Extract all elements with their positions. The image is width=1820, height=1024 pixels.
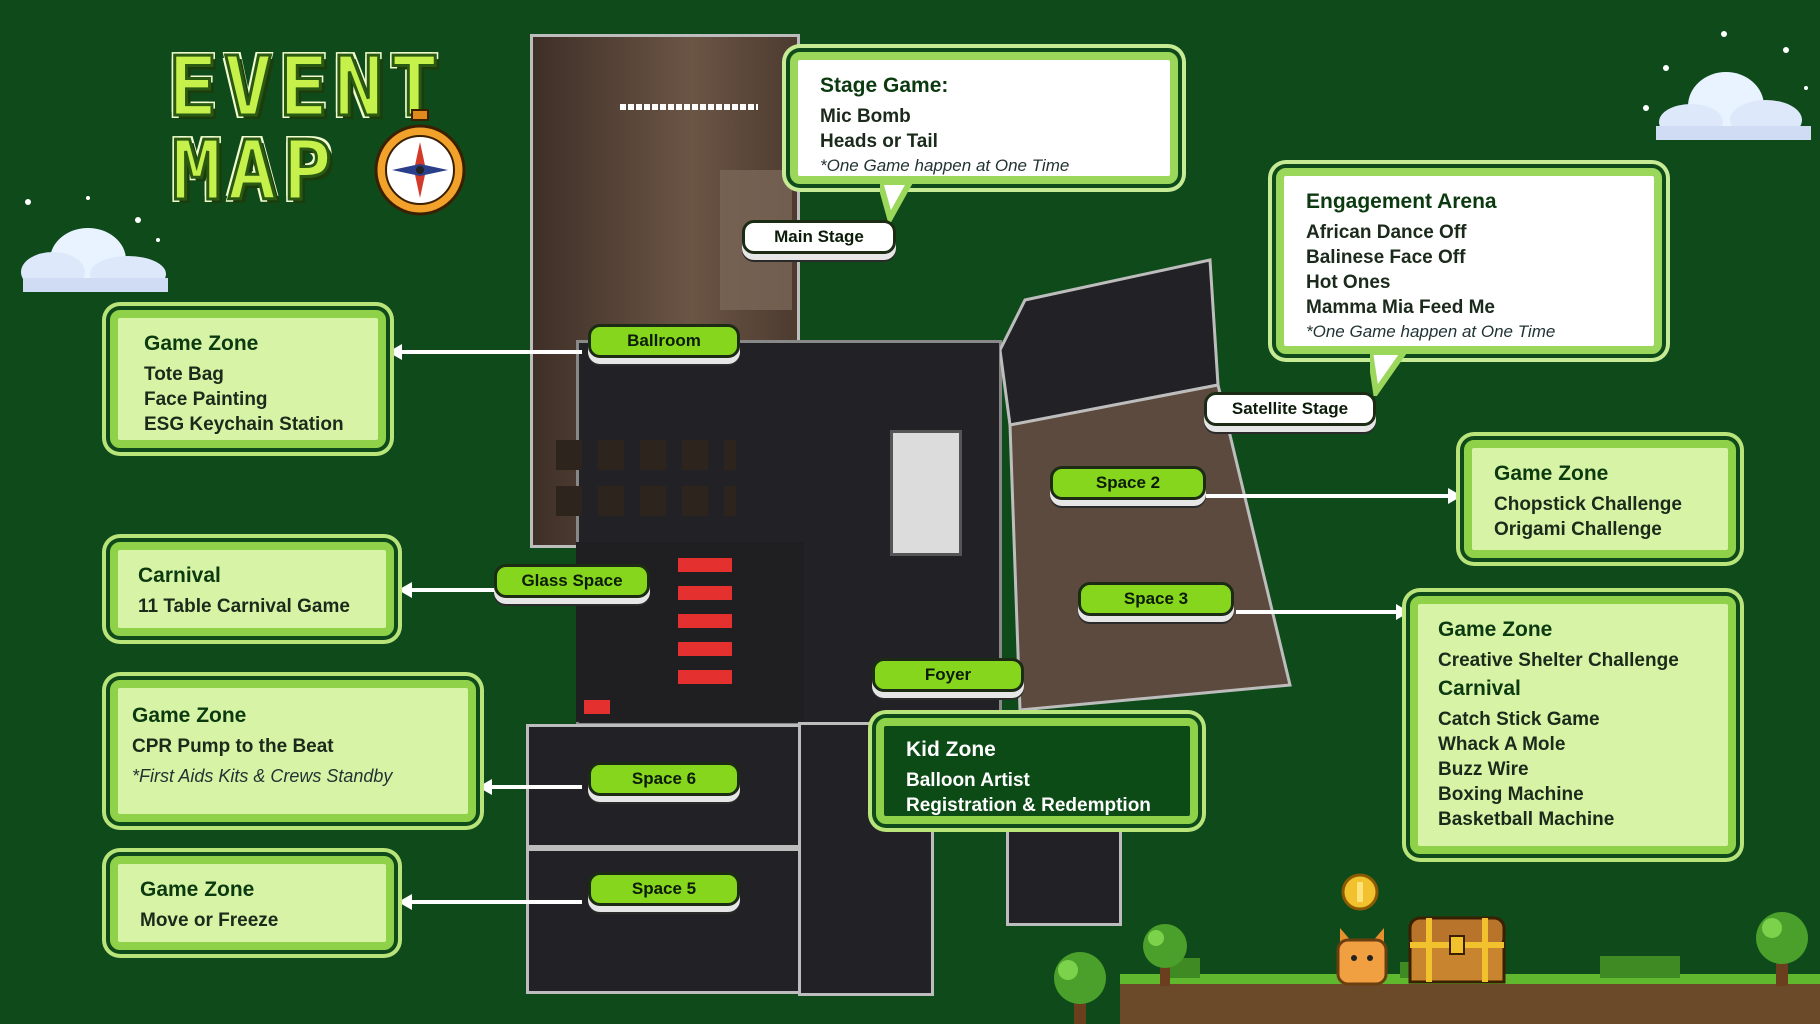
compass-icon (374, 109, 466, 216)
space6-zone-item: CPR Pump to the Beat (132, 736, 334, 757)
glass-carnival-item: 11 Table Carnival Game (138, 596, 350, 617)
space5-floor (526, 848, 802, 994)
space2-zone-item: Origami Challenge (1494, 519, 1662, 540)
engagement-item: Balinese Face Off (1306, 247, 1466, 268)
engagement-arena-panel: Engagement Arena African Dance Off Balin… (1276, 168, 1662, 354)
engagement-heading: Engagement Arena (1306, 190, 1497, 213)
space3-zone-heading: Game Zone (1438, 618, 1553, 641)
ballroom-zone-item: ESG Keychain Station (144, 414, 344, 435)
tree-icon (1054, 952, 1106, 1024)
satellite-stage-label: Satellite Stage (1204, 392, 1376, 426)
space3-carnival-item: Whack A Mole (1438, 734, 1566, 755)
cloud-icon (21, 196, 168, 292)
ballroom-zone-item: Tote Bag (144, 364, 224, 385)
space6-zone-heading: Game Zone (132, 704, 247, 727)
callout-tail (880, 182, 914, 222)
space5-label: Space 5 (588, 872, 740, 906)
kid-zone-item: Balloon Artist (906, 770, 1030, 791)
coin-icon (1341, 873, 1379, 911)
glass-carnival-heading: Carnival (138, 564, 221, 587)
space6-zone-note: *First Aids Kits & Crews Standby (132, 766, 393, 786)
stage-game-item: Mic Bomb (820, 106, 911, 127)
space3-game-zone-panel: Game Zone Creative Shelter Challenge Car… (1410, 596, 1736, 854)
space5-zone-item: Move or Freeze (140, 910, 279, 931)
title-line-1: EVENT (167, 39, 445, 137)
engagement-item: Hot Ones (1306, 272, 1391, 293)
ballroom-zone-item: Face Painting (144, 389, 268, 410)
space3-carnival-item: Buzz Wire (1438, 759, 1529, 780)
space3-carnival-heading: Carnival (1438, 677, 1521, 700)
space3-carnival-item: Basketball Machine (1438, 809, 1615, 830)
title-line-2: MAP (170, 123, 339, 221)
space3-carnival-item: Boxing Machine (1438, 784, 1584, 805)
space2-game-zone-panel: Game Zone Chopstick Challenge Origami Ch… (1464, 440, 1736, 558)
engagement-item: African Dance Off (1306, 222, 1467, 243)
foyer-label: Foyer (872, 658, 1024, 692)
ballroom-game-zone-panel: Game Zone Tote Bag Face Painting ESG Key… (110, 310, 386, 448)
space3-zone-item: Creative Shelter Challenge (1438, 650, 1679, 671)
engagement-item: Mamma Mia Feed Me (1306, 297, 1495, 318)
space6-game-zone-panel: Game Zone CPR Pump to the Beat *First Ai… (110, 680, 476, 822)
space3-label: Space 3 (1078, 582, 1234, 616)
space2-label: Space 2 (1050, 466, 1206, 500)
stage-game-note: *One Game happen at One Time (820, 156, 1070, 175)
glass-space-label: Glass Space (494, 564, 650, 598)
space2-zone-heading: Game Zone (1494, 462, 1609, 485)
engagement-note: *One Game happen at One Time (1306, 322, 1556, 341)
ballroom-label: Ballroom (588, 324, 740, 358)
kid-zone-item: Registration & Redemption (906, 795, 1151, 816)
space3-carnival-item: Catch Stick Game (1438, 709, 1600, 730)
tree-icon (1143, 924, 1187, 986)
stage-game-item: Heads or Tail (820, 131, 938, 152)
stage-game-panel: Stage Game: Mic Bomb Heads or Tail *One … (790, 52, 1178, 184)
callout-tail (1370, 352, 1408, 396)
stage-game-heading: Stage Game: (820, 74, 949, 97)
main-stage-label: Main Stage (742, 220, 896, 254)
glass-carnival-panel: Carnival 11 Table Carnival Game (110, 542, 394, 636)
escalator (890, 430, 962, 556)
space6-label: Space 6 (588, 762, 740, 796)
ballroom-zone-heading: Game Zone (144, 332, 259, 355)
cloud-icon (1643, 31, 1811, 140)
space2-zone-item: Chopstick Challenge (1494, 494, 1682, 515)
cat-icon (1336, 928, 1388, 986)
space5-zone-heading: Game Zone (140, 878, 255, 901)
kid-zone-panel: Kid Zone Balloon Artist Registration & R… (876, 718, 1198, 824)
kid-zone-heading: Kid Zone (906, 738, 996, 761)
tree-icon (1756, 912, 1808, 986)
treasure-chest-icon (1408, 916, 1506, 984)
space5-game-zone-panel: Game Zone Move or Freeze (110, 856, 394, 950)
